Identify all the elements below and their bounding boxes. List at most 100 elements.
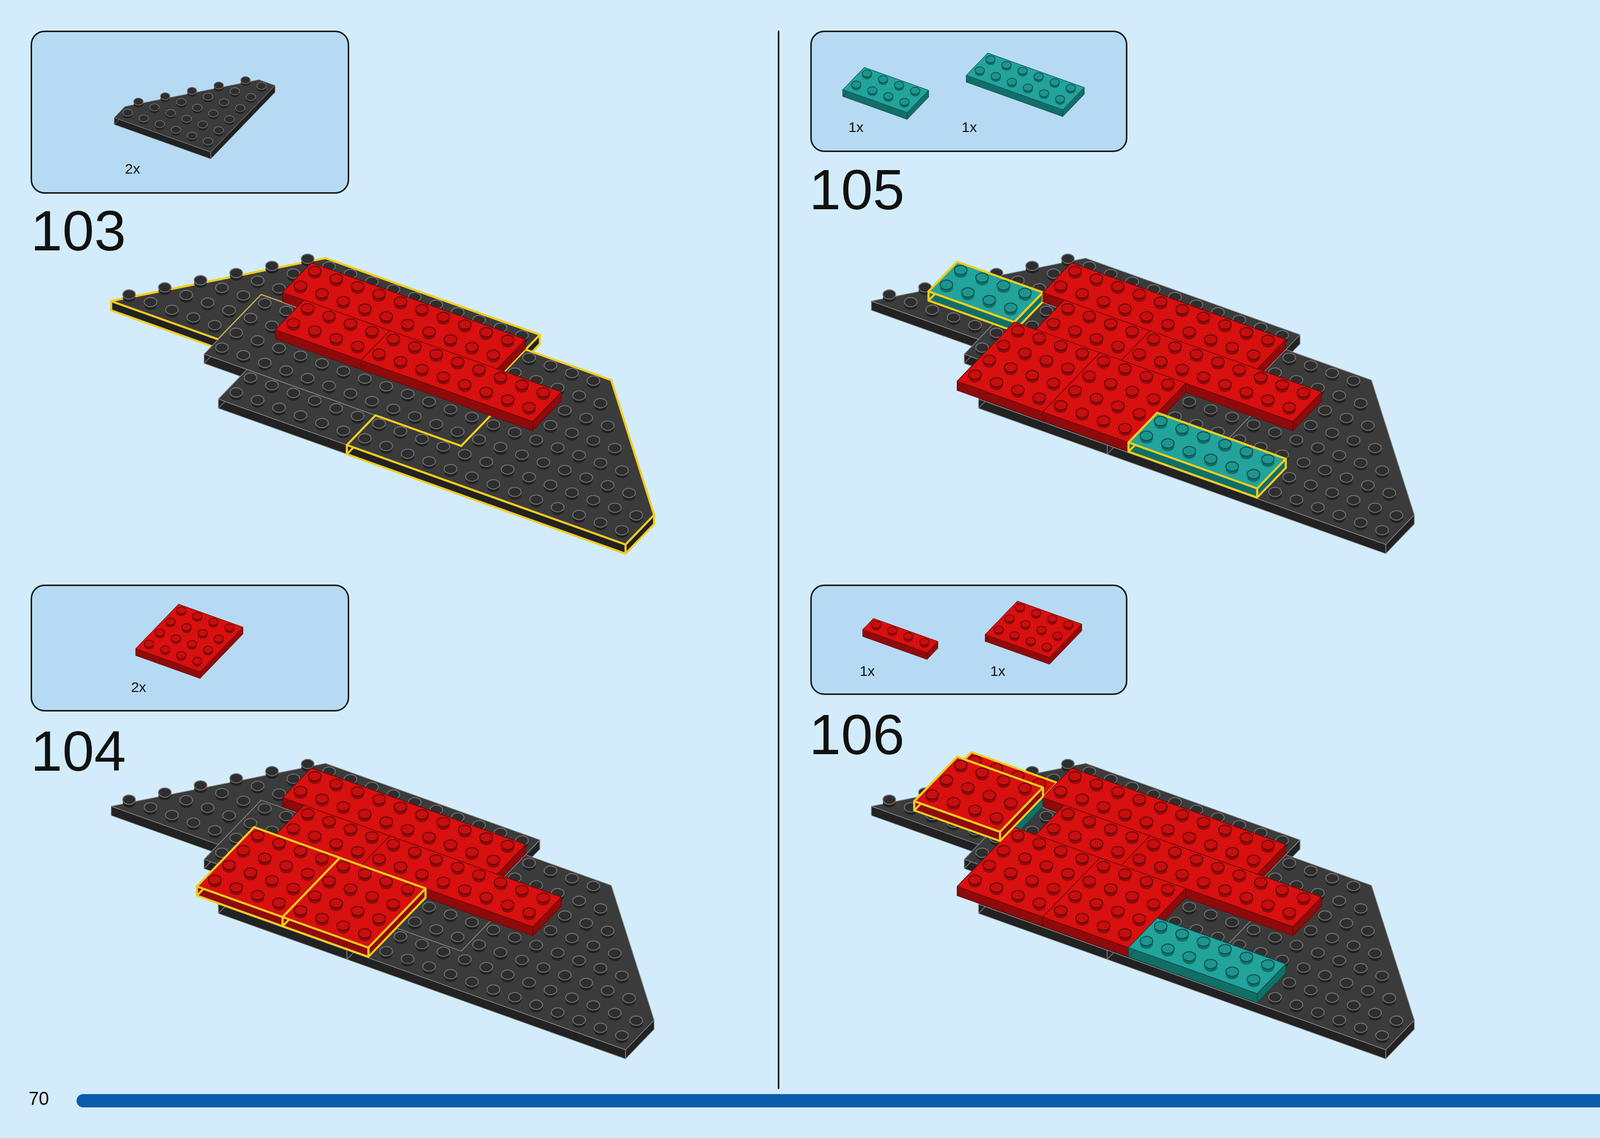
stud-top (494, 372, 507, 382)
stud-top (1268, 427, 1282, 438)
stud-top (201, 803, 214, 813)
stud-top (1311, 502, 1325, 513)
stud-top (1218, 379, 1232, 389)
stud-top (458, 319, 472, 330)
stud-top (883, 794, 896, 805)
stud-top (1111, 281, 1124, 292)
stud-top (487, 419, 500, 430)
stud-top (351, 411, 364, 421)
stud-top (379, 816, 393, 827)
stud-top (479, 962, 493, 972)
stud-top (222, 305, 236, 316)
stud-top (394, 802, 407, 812)
stud-top (258, 358, 271, 368)
stud-top (1161, 438, 1175, 449)
stud-top (487, 984, 500, 995)
stud-top (1090, 333, 1103, 344)
stud-top (1268, 487, 1282, 497)
stud-top (1197, 431, 1210, 442)
stud-top (1111, 341, 1124, 351)
stud-top (1211, 357, 1225, 367)
stud-top (1104, 318, 1117, 329)
stud-top (1161, 319, 1175, 329)
stud-top (444, 969, 457, 979)
stud-top (1061, 363, 1075, 373)
stud-top (479, 892, 493, 903)
stud-top (515, 450, 529, 460)
stud-top (1204, 334, 1217, 345)
stud-top (1075, 348, 1089, 358)
stud-top (394, 356, 407, 367)
stud-top (1068, 326, 1082, 336)
stud-top (551, 502, 564, 513)
stud-top (1090, 273, 1103, 284)
stud-top (386, 334, 400, 344)
stud-top (1297, 457, 1311, 468)
stud-top (337, 801, 350, 812)
stud-top (1247, 925, 1260, 935)
stud-top (1104, 378, 1117, 388)
stud-top (579, 977, 593, 988)
stud-top (415, 939, 428, 949)
stud-top (315, 418, 329, 428)
stud-top (308, 266, 322, 276)
stud-top (1390, 510, 1403, 521)
stud-top (594, 517, 607, 528)
stud-top (401, 884, 414, 894)
stud-top (1068, 385, 1082, 396)
stud-top (1097, 296, 1110, 307)
stud-top (422, 456, 436, 467)
stud-top (315, 853, 329, 863)
stud-top (1282, 353, 1296, 363)
stud-top (465, 847, 479, 857)
stud-top (472, 364, 486, 375)
stud-top (494, 877, 507, 888)
stud-top (1225, 917, 1239, 927)
stud-top (451, 426, 465, 437)
stud-top (1161, 378, 1175, 389)
stud-top (1318, 970, 1332, 980)
stud-top (904, 297, 918, 308)
stud-top (1347, 435, 1360, 446)
stud-top (1333, 510, 1346, 520)
stud-top (529, 940, 543, 950)
stud-top (251, 275, 264, 286)
stud-top (1004, 362, 1017, 373)
stud-top (487, 349, 500, 360)
stud-top (629, 1015, 643, 1026)
stud-top (587, 495, 600, 505)
stud-top (358, 928, 371, 939)
stud-top (522, 857, 536, 868)
stud-top (1326, 873, 1339, 884)
stud-top (1354, 517, 1367, 528)
stud-top (565, 873, 578, 884)
stud-top (143, 297, 157, 308)
stud-top (1139, 430, 1153, 441)
stud-top (1183, 396, 1196, 407)
plate-top (282, 857, 426, 948)
stud-top (301, 808, 315, 819)
stud-top (601, 926, 615, 936)
stud-top (594, 903, 607, 914)
stud-top (301, 303, 315, 314)
stud-top (1247, 419, 1260, 430)
stud-top (294, 280, 307, 291)
stud-top (208, 320, 222, 330)
stud-top (330, 403, 343, 413)
stud-top (997, 280, 1010, 290)
stud-top (337, 366, 350, 376)
stud-top (330, 779, 343, 789)
stud-top (1176, 423, 1189, 434)
stud-top (1011, 325, 1025, 336)
stud-top (244, 372, 257, 383)
stud-top (279, 365, 293, 376)
stud-top (379, 946, 393, 956)
stud-top (272, 838, 286, 848)
plate-top (361, 330, 562, 422)
stud-top (386, 403, 400, 414)
stud-top (1261, 454, 1274, 465)
stud-top (1304, 925, 1318, 936)
stud-top (251, 830, 264, 841)
